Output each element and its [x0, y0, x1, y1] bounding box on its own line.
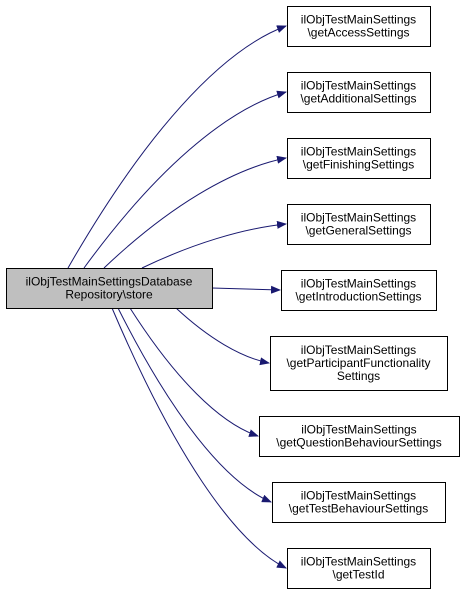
called-function-node-label-line: ilObjTestMainSettings: [301, 211, 416, 225]
edges-layer: [67, 25, 287, 569]
called-function-node[interactable]: ilObjTestMainSettings\getQuestionBehavio…: [259, 416, 460, 457]
called-function-node-label-line: \getIntroductionSettings: [295, 290, 421, 304]
called-function-node-label-line: ilObjTestMainSettings: [301, 13, 416, 27]
called-function-node-label-line: \getParticipantFunctionality: [286, 356, 430, 370]
called-function-node-box: [270, 336, 448, 391]
call-edge: [67, 25, 287, 269]
called-function-node-label-line: \getTestId: [332, 568, 384, 582]
called-function-node-label-line: ilObjTestMainSettings: [301, 277, 416, 291]
called-function-node-box: [272, 482, 446, 523]
called-function-node-label-line: \getFinishingSettings: [303, 158, 414, 172]
call-edge: [211, 285, 281, 294]
call-edge: [141, 220, 287, 269]
called-function-node[interactable]: ilObjTestMainSettings\getParticipantFunc…: [270, 336, 448, 391]
called-function-node[interactable]: ilObjTestMainSettings\getTestBehaviourSe…: [272, 482, 446, 523]
called-function-node-label-line: ilObjTestMainSettings: [301, 145, 416, 159]
called-function-node[interactable]: ilObjTestMainSettings\getFinishingSettin…: [287, 138, 431, 179]
called-function-node[interactable]: ilObjTestMainSettings\getGeneralSettings: [287, 204, 431, 245]
called-function-node-box: [287, 204, 431, 245]
called-function-node[interactable]: ilObjTestMainSettings\getIntroductionSet…: [281, 270, 437, 311]
called-function-node-box: [281, 270, 437, 311]
call-edge: [103, 155, 287, 269]
called-function-node-label-line: \getGeneralSettings: [305, 224, 411, 238]
called-function-node[interactable]: ilObjTestMainSettings\getAccessSettings: [287, 6, 431, 47]
source-function-node-box: [6, 268, 213, 309]
called-function-node-box: [287, 72, 431, 113]
called-function-node-box: [287, 138, 431, 179]
called-function-node[interactable]: ilObjTestMainSettings\getTestId: [287, 548, 431, 589]
source-function-node[interactable]: ilObjTestMainSettingsDatabaseRepository\…: [6, 268, 213, 309]
call-edge: [83, 90, 287, 269]
called-function-node-label-line: ilObjTestMainSettings: [301, 79, 416, 93]
call-edge: [117, 307, 272, 503]
nodes-layer: ilObjTestMainSettingsDatabaseRepository\…: [6, 6, 460, 589]
called-function-node-label-line: \getTestBehaviourSettings: [289, 502, 428, 516]
called-function-node-label-line: Settings: [337, 369, 380, 383]
called-function-node-label-line: ilObjTestMainSettings: [301, 555, 416, 569]
called-function-node-label-line: \getAccessSettings: [307, 26, 409, 40]
called-function-node-box: [287, 6, 431, 47]
called-function-node-label-line: ilObjTestMainSettings: [301, 423, 416, 437]
called-function-node-label-line: ilObjTestMainSettings: [301, 489, 416, 503]
called-function-node-box: [287, 548, 431, 589]
called-function-node-label-line: \getAdditionalSettings: [300, 92, 416, 106]
call-edge: [129, 307, 259, 437]
called-function-node[interactable]: ilObjTestMainSettings\getAdditionalSetti…: [287, 72, 431, 113]
called-function-node-label-line: ilObjTestMainSettings: [301, 343, 416, 357]
call-edge: [111, 307, 287, 569]
called-function-node-box: [259, 416, 460, 457]
call-edge: [175, 307, 270, 366]
source-function-node-label-line: Repository\store: [65, 288, 153, 302]
called-function-node-label-line: \getQuestionBehaviourSettings: [276, 436, 441, 450]
source-function-node-label-line: ilObjTestMainSettingsDatabase: [26, 275, 193, 289]
